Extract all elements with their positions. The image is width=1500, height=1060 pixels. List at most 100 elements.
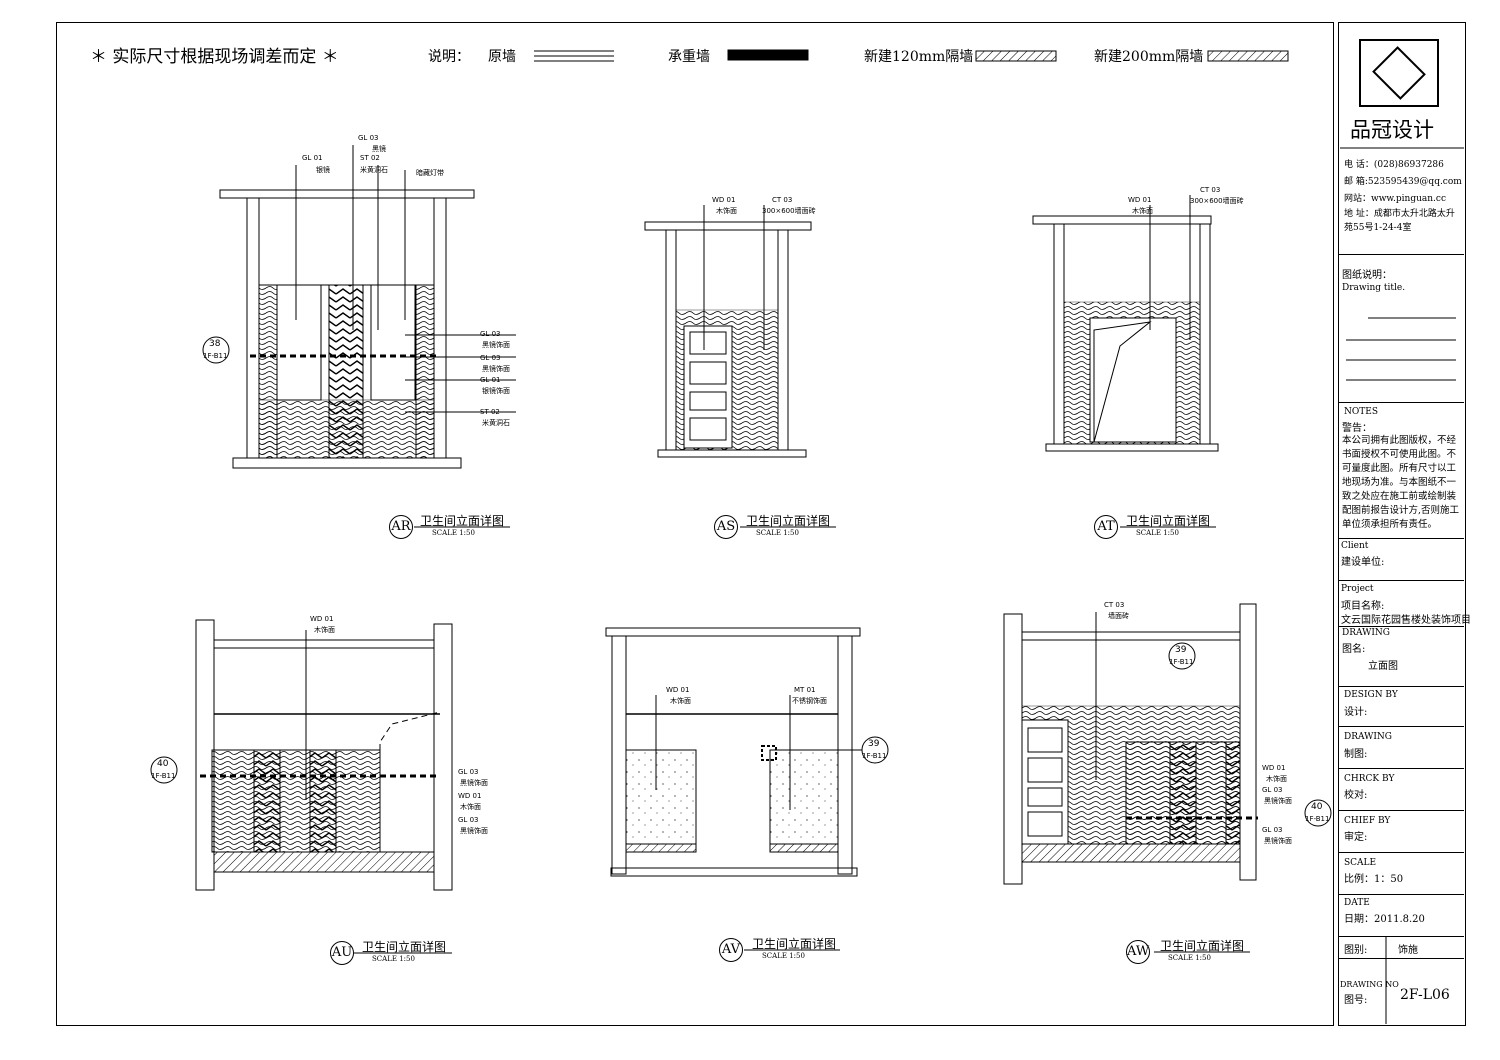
- project-cn: 项目名称:: [1341, 601, 1385, 612]
- tag-au-black-a: 黑镜饰面: [460, 779, 488, 787]
- drawing-scale-aw: SCALE 1:50: [1168, 954, 1211, 962]
- notes-en: NOTES: [1344, 407, 1378, 417]
- tag-at-ct03: CT 03: [1200, 186, 1221, 194]
- tb-divider-date: [1338, 894, 1464, 895]
- tag-ar-black-b: 黑镜饰面: [482, 365, 510, 373]
- tag-as-tile: 300×600墙面砖: [762, 207, 816, 215]
- drawing-no-value: 2F-L06: [1400, 987, 1450, 1003]
- legend-200-wall: 新建200mm隔墙: [1094, 49, 1204, 65]
- tag-hidden-light: 暗藏灯带: [416, 169, 444, 177]
- section-mark-40-aw: 40: [1311, 802, 1323, 812]
- tb-divider-chief: [1338, 810, 1464, 811]
- client-en: Client: [1341, 541, 1369, 551]
- tag-st02: ST 02: [360, 154, 380, 162]
- tag-as-wood: 木饰面: [716, 207, 737, 215]
- company-phone: 电 话：(028)86937286: [1344, 160, 1444, 170]
- tb-divider-drawing: [1338, 626, 1464, 627]
- date-en: DATE: [1344, 898, 1370, 908]
- drawing-no-cn: 图号:: [1344, 995, 1368, 1006]
- drawing-sheet-border: [56, 22, 1334, 1026]
- design-en: DESIGN BY: [1344, 690, 1398, 700]
- tag-ar-black-a: 黑镜饰面: [482, 341, 510, 349]
- tag-aw-ct03: CT 03: [1104, 601, 1125, 609]
- tag-au-gl03-b: GL 03: [458, 816, 479, 824]
- client-cn: 建设单位:: [1341, 557, 1385, 568]
- section-mark-38: 38: [209, 339, 221, 349]
- drawing-title-aw: 卫生间立面详图: [1160, 939, 1245, 953]
- design-cn: 设计:: [1344, 707, 1368, 718]
- site-note: ＊ 实际尺寸根据现场调差而定 ＊: [90, 47, 339, 67]
- drawing-id-ar: AR: [389, 515, 413, 539]
- tag-au-wd01-b: WD 01: [458, 792, 482, 800]
- drawn-cn: 制图:: [1344, 749, 1368, 760]
- legend-120-wall: 新建120mm隔墙: [864, 49, 974, 65]
- check-cn: 校对:: [1344, 790, 1368, 801]
- tag-as-ct03: CT 03: [772, 196, 793, 204]
- drawing-title-at: 卫生间立面详图: [1126, 514, 1211, 528]
- tag-as-wd01: WD 01: [712, 196, 736, 204]
- tag-aw-wd01: WD 01: [1262, 764, 1286, 772]
- project-name: 文云国际花园售楼处装饰项目: [1341, 615, 1471, 626]
- tag-aw-black-b: 黑镜饰面: [1264, 837, 1292, 845]
- notes-cn: 警告：: [1342, 423, 1372, 434]
- company-address: 地 址：成都市太升北路太升苑55号1-24-4室: [1344, 209, 1455, 233]
- tb-divider-number: [1338, 958, 1464, 959]
- tag-aw-gl03-a: GL 03: [1262, 786, 1283, 794]
- tag-gl03: GL 03: [358, 134, 379, 142]
- tag-ar-silver: 银镜饰面: [482, 387, 510, 395]
- date-cn: 日期：2011.8.20: [1344, 914, 1425, 925]
- tb-divider-title: [1338, 254, 1464, 255]
- drawing-name: 立面图: [1368, 661, 1398, 672]
- scale-en: SCALE: [1344, 858, 1377, 868]
- drawing-cn: 图名:: [1342, 644, 1366, 655]
- tag-au-wood-b: 木饰面: [460, 803, 481, 811]
- tag-aw-wood: 木饰面: [1266, 775, 1287, 783]
- tb-divider-client: [1338, 538, 1464, 539]
- category-label: 图别:: [1344, 945, 1368, 956]
- section-mark-39-av: 39: [868, 739, 880, 749]
- drawing-en: DRAWING: [1342, 628, 1390, 638]
- section-mark-40-au: 40: [157, 759, 169, 769]
- tb-divider-category: [1338, 936, 1464, 937]
- drawing-id-at: AT: [1094, 515, 1118, 539]
- drawing-title-av: 卫生间立面详图: [752, 937, 837, 951]
- drawing-title-au: 卫生间立面详图: [362, 940, 447, 954]
- tag-aw-black-a: 黑镜饰面: [1264, 797, 1292, 805]
- tag-black-mirror: 黑镜: [372, 145, 386, 153]
- tb-divider-scale: [1338, 852, 1464, 853]
- tag-au-black-b: 黑镜饰面: [460, 827, 488, 835]
- drawing-scale-au: SCALE 1:50: [372, 955, 415, 963]
- tag-au-gl03-a: GL 03: [458, 768, 479, 776]
- section-mark-39-aw: 39: [1175, 645, 1187, 655]
- drawing-id-au: AU: [330, 941, 354, 965]
- notes-body: 本公司拥有此图版权，不经书面授权不可使用此图。不可量度此图。所有尺寸以工地现场为…: [1342, 435, 1460, 530]
- company-web: 网站：www.pinguan.cc: [1344, 194, 1447, 204]
- legend-original-wall: 原墙: [488, 49, 516, 65]
- section-ref-40-au: 1F-B11: [151, 772, 176, 780]
- check-en: CHRCK BY: [1344, 774, 1395, 784]
- chief-cn: 审定:: [1344, 832, 1368, 843]
- drawing-title-as: 卫生间立面详图: [746, 514, 831, 528]
- drawing-title-ar: 卫生间立面详图: [420, 514, 505, 528]
- tag-ar-gl03-a: GL 03: [480, 330, 501, 338]
- section-ref-39-aw: 1F-B11: [1169, 658, 1194, 666]
- tag-au-wood: 木饰面: [314, 626, 335, 634]
- tag-at-wd01: WD 01: [1128, 196, 1152, 204]
- drawing-scale-as: SCALE 1:50: [756, 529, 799, 537]
- drawing-title-cn: 图纸说明：: [1342, 270, 1392, 281]
- drawing-scale-av: SCALE 1:50: [762, 952, 805, 960]
- chief-en: CHIEF BY: [1344, 816, 1391, 826]
- drawing-no-en: DRAWING NO: [1340, 980, 1399, 989]
- tag-gl01: GL 01: [302, 154, 323, 162]
- tag-av-wood: 木饰面: [670, 697, 691, 705]
- drawn-en: DRAWING: [1344, 732, 1392, 742]
- legend-bearing-wall: 承重墙: [668, 49, 710, 65]
- legend-label: 说明：: [428, 49, 470, 65]
- drawing-title-en: Drawing title.: [1342, 283, 1406, 293]
- category-value: 饰施: [1398, 945, 1418, 956]
- tag-ar-st02: ST 02: [480, 408, 500, 416]
- drawing-id-aw: AW: [1126, 940, 1150, 964]
- tag-av-stainless: 不锈钢饰面: [792, 697, 827, 705]
- project-en: Project: [1341, 584, 1374, 594]
- tag-aw-gl03-b: GL 03: [1262, 826, 1283, 834]
